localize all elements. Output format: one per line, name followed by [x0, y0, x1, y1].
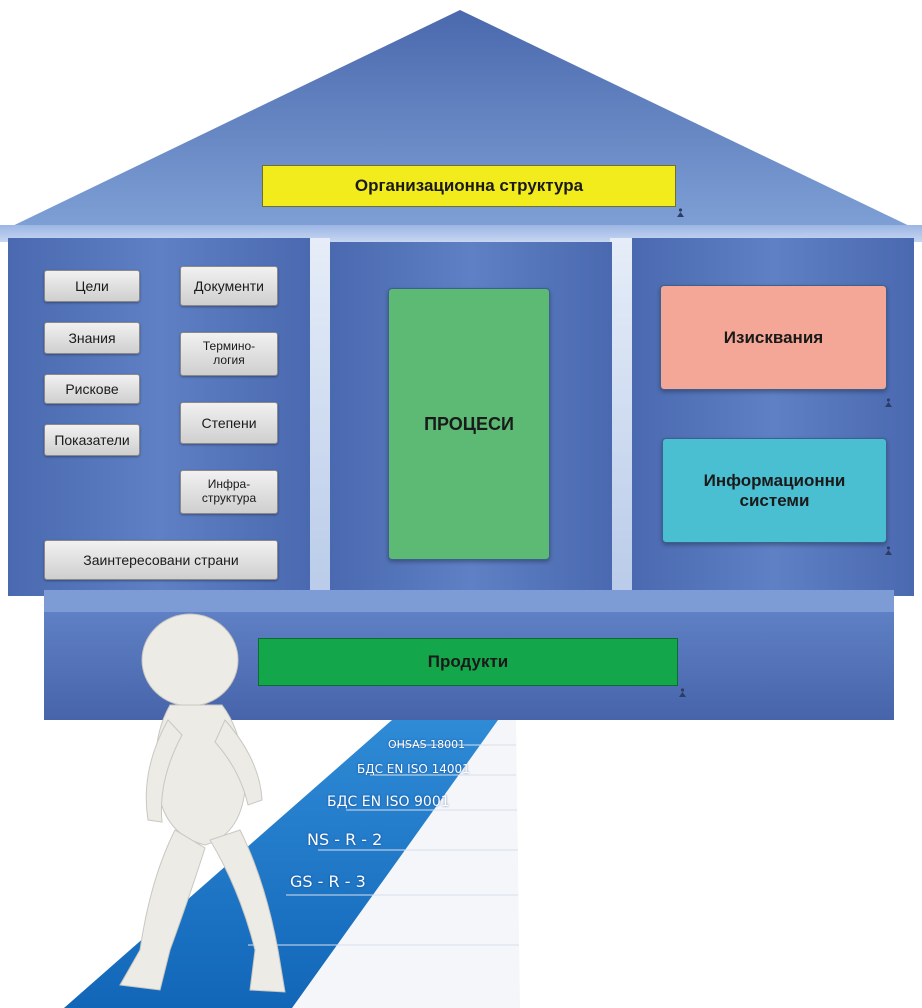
stair-label-ns-r-2: NS - R - 2 [307, 830, 383, 849]
infrastructure-box: Инфра- структура [180, 470, 278, 514]
person-icon [676, 208, 685, 217]
requirements-box: Изисквания [660, 285, 887, 390]
indicators-box: Показатели [44, 424, 140, 456]
terminology-box: Термино- логия [180, 332, 278, 376]
person-icon [884, 398, 893, 407]
person-icon [884, 546, 893, 555]
risks-box: Рискове [44, 374, 140, 404]
degrees-box: Степени [180, 402, 278, 444]
stair-label-iso9001: БДС EN ISO 9001 [327, 794, 450, 810]
knowledge-box: Знания [44, 322, 140, 354]
roof-shape [0, 10, 922, 232]
person-icon [678, 688, 687, 697]
interested-parties-box: Заинтересовани страни [44, 540, 278, 580]
roof-beam [0, 225, 922, 242]
documents-box: Документи [180, 266, 278, 306]
column-gap-right [610, 238, 632, 598]
stair-label-gs-r-3: GS - R - 3 [290, 872, 366, 891]
products-bar: Продукти [258, 638, 678, 686]
stair-label-ohsas: OHSAS 18001 [388, 738, 466, 751]
base-top-slab [44, 590, 894, 616]
goals-box: Цели [44, 270, 140, 302]
stair-label-iso14001: БДС EN ISO 14001 [357, 762, 470, 776]
column-gap-left [308, 238, 330, 598]
walking-figure-icon [119, 613, 286, 993]
processes-box: ПРОЦЕСИ [388, 288, 550, 560]
organizational-structure-bar: Организационна структура [262, 165, 676, 207]
information-systems-box: Информационни системи [662, 438, 887, 543]
